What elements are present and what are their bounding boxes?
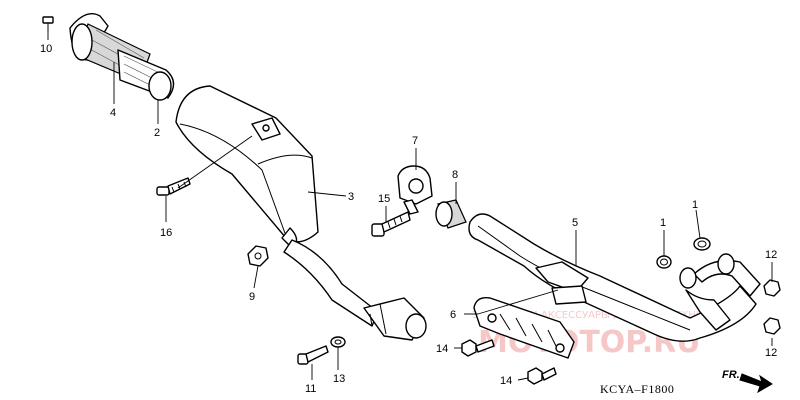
part-bolt-11	[297, 345, 329, 365]
callout-5: 5	[572, 217, 578, 229]
part-gasket-8	[435, 199, 467, 229]
part-nut-9	[247, 245, 269, 267]
callout-3: 3	[348, 191, 354, 203]
part-washer-13	[330, 336, 346, 348]
part-muffler-3	[175, 85, 319, 249]
part-gasket-1	[656, 237, 711, 269]
callout-1-right: 1	[692, 199, 698, 211]
callout-15: 15	[378, 193, 390, 205]
front-direction-indicator: FR.	[722, 369, 773, 394]
front-label: FR.	[722, 369, 740, 381]
callout-14-upper: 14	[436, 343, 448, 355]
callout-2: 2	[154, 127, 160, 139]
callout-9: 9	[249, 291, 255, 303]
callout-8: 8	[452, 169, 458, 181]
callout-10: 10	[40, 43, 52, 55]
part-screw-10	[42, 16, 54, 31]
part-clamp-7	[397, 165, 433, 215]
part-nut-12	[763, 279, 781, 335]
callout-numbers: 10 4 2 3 16 9 7 8 15 5 6 1 1 12 12 14 14…	[40, 43, 777, 395]
part-bolt-14	[461, 339, 557, 385]
callout-6: 6	[450, 309, 456, 321]
callout-4: 4	[110, 107, 116, 119]
part-exhaust-pipe-5	[468, 213, 761, 342]
callout-7: 7	[412, 135, 418, 147]
callout-1-left: 1	[660, 217, 666, 229]
callout-12-lower: 12	[765, 347, 777, 359]
part-muffler-link-pipe	[283, 239, 427, 341]
callout-13: 13	[333, 373, 345, 385]
leader-lines	[47, 31, 773, 381]
callout-12-upper: 12	[765, 249, 777, 261]
callout-11: 11	[305, 383, 316, 395]
front-arrow-icon	[739, 373, 773, 394]
part-bolt-15	[371, 211, 411, 237]
callout-16: 16	[160, 227, 172, 239]
part-heat-guard-6	[473, 297, 575, 359]
diagram-code: KCYA–F1800	[600, 382, 674, 396]
part-arrester-insert-2	[117, 49, 175, 101]
watermark-caption: ЗАПЧАСТИ И АКСЕССУАРЫ ДЛЯ МОТОТЕХНИКИ	[472, 310, 718, 321]
callout-14-lower: 14	[500, 375, 512, 387]
part-bolt-16	[156, 177, 191, 196]
